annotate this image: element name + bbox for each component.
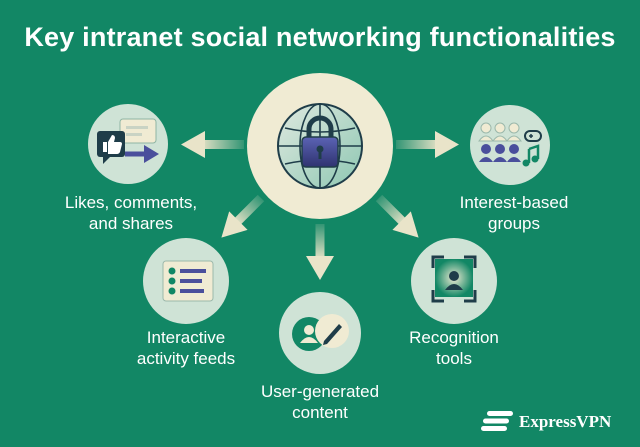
arrow-right: [396, 131, 459, 158]
label-interest-based-groups: Interest-based groups: [460, 192, 569, 234]
label-likes-comments-shares: Likes, comments, and shares: [65, 192, 197, 234]
brand-name: ExpressVPN: [519, 412, 612, 431]
label-line: content: [292, 403, 348, 422]
globe-lock-icon: [277, 103, 363, 189]
arrow-left: [181, 131, 244, 158]
node-interest-based-groups: [470, 105, 550, 185]
label-line: groups: [488, 214, 540, 233]
arrow-down: [306, 224, 334, 280]
thumbs-up-chat-icon: [97, 118, 159, 164]
people-group-icon: [478, 122, 542, 167]
arrow-down-left: [221, 194, 265, 238]
label-line: and shares: [88, 214, 174, 233]
label-line: activity feeds: [136, 349, 236, 368]
label-line: tools: [436, 349, 472, 368]
label-recognition-tools: Recognition tools: [409, 327, 499, 369]
expressvpn-logo-icon: [481, 411, 513, 431]
center-globe-node: [247, 73, 393, 219]
label-line: Recognition: [409, 328, 499, 347]
label-line: Interactive: [146, 328, 226, 347]
user-pen-icon: [292, 314, 349, 351]
label-line: Likes, comments,: [64, 193, 198, 212]
activity-feed-icon: [162, 260, 214, 302]
label-user-generated-content: User-generated content: [261, 381, 379, 423]
page-title: Key intranet social networking functiona…: [24, 22, 616, 52]
label-interactive-activity-feeds: Interactive activity feeds: [137, 327, 235, 369]
node-user-generated-content: [279, 292, 361, 374]
node-interactive-activity-feeds: [143, 238, 229, 324]
arrow-down-right: [375, 194, 419, 238]
recognition-frame-icon: [431, 255, 477, 303]
label-line: User-generated: [260, 382, 380, 401]
label-line: Interest-based: [459, 193, 569, 212]
node-likes-comments-shares: [88, 104, 168, 184]
node-recognition-tools: [411, 238, 497, 324]
